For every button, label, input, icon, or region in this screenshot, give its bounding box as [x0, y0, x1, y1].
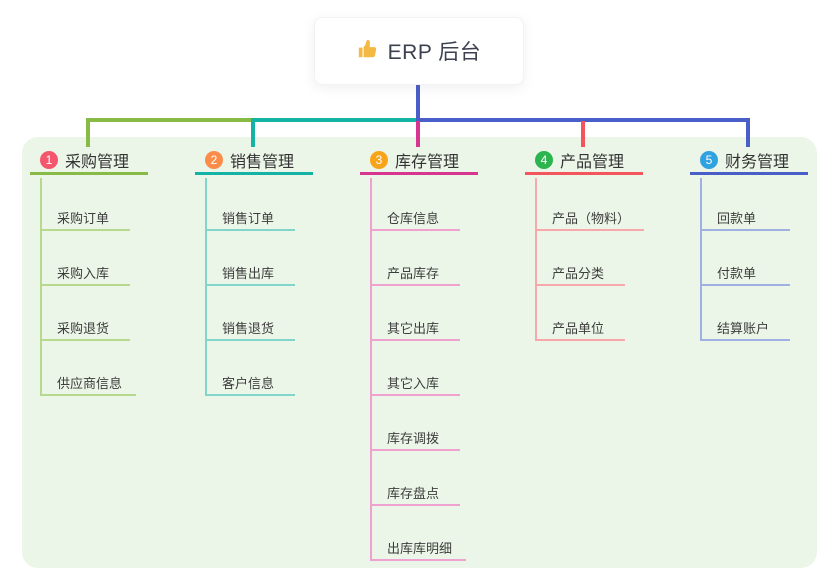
- child-node[interactable]: 回款单: [700, 208, 790, 231]
- child-node[interactable]: 采购入库: [40, 263, 130, 286]
- branch-inventory: 3 库存管理 仓库信息 产品库存 其它出库 其它入库 库存调拨 库存盘点 出库库…: [360, 147, 478, 561]
- branch-vline-inventory: [370, 178, 372, 561]
- branch-title-finance[interactable]: 5 财务管理: [690, 147, 808, 175]
- branch-vline-finance: [700, 178, 702, 341]
- branch-sales: 2 销售管理 销售订单 销售出库 销售退货 客户信息: [195, 147, 313, 396]
- child-node[interactable]: 付款单: [700, 263, 790, 286]
- branch-title-product[interactable]: 4 产品管理: [525, 147, 643, 175]
- child-node[interactable]: 出库库明细: [370, 538, 467, 561]
- branch-title-inventory[interactable]: 3 库存管理: [360, 147, 478, 175]
- branch-title-label: 财务管理: [725, 153, 790, 171]
- branch-vline-purchase: [40, 178, 42, 396]
- child-node[interactable]: 结算账户: [700, 318, 790, 341]
- thumbs-up-icon: [357, 38, 379, 65]
- child-node[interactable]: 采购退货: [40, 318, 130, 341]
- drop-line-inventory: [416, 121, 420, 147]
- child-node[interactable]: 供应商信息: [40, 373, 137, 396]
- root-trunk-line: [416, 85, 420, 122]
- branch-finance: 5 财务管理 回款单 付款单 结算账户: [690, 147, 808, 341]
- child-node[interactable]: 其它入库: [370, 373, 460, 396]
- drop-line-product: [581, 121, 585, 147]
- root-node-erp-backend[interactable]: ERP 后台: [314, 17, 524, 85]
- child-node[interactable]: 销售退货: [205, 318, 295, 341]
- bus-line-sales: [251, 118, 418, 122]
- branch-product: 4 产品管理 产品（物料） 产品分类 产品单位: [525, 147, 645, 341]
- child-node[interactable]: 销售订单: [205, 208, 295, 231]
- badge-number-1: 1: [40, 150, 58, 169]
- drop-line-sales: [251, 118, 255, 147]
- child-node[interactable]: 产品（物料）: [535, 208, 645, 231]
- badge-number-3: 3: [370, 150, 388, 169]
- branch-purchase: 1 采购管理 采购订单 采购入库 采购退货 供应商信息: [30, 147, 148, 396]
- branch-title-label: 库存管理: [395, 153, 460, 171]
- child-node[interactable]: 其它出库: [370, 318, 460, 341]
- drop-line-finance: [746, 118, 750, 147]
- child-node[interactable]: 客户信息: [205, 373, 295, 396]
- branch-vline-sales: [205, 178, 207, 396]
- badge-number-2: 2: [205, 150, 223, 169]
- bus-line-finance: [416, 118, 750, 122]
- child-node[interactable]: 采购订单: [40, 208, 130, 231]
- branch-title-sales[interactable]: 2 销售管理: [195, 147, 313, 175]
- badge-number-5: 5: [700, 150, 718, 169]
- branch-title-label: 采购管理: [65, 153, 130, 171]
- child-node[interactable]: 库存盘点: [370, 483, 460, 506]
- branch-title-label: 销售管理: [230, 153, 295, 171]
- child-node[interactable]: 产品分类: [535, 263, 625, 286]
- bus-line-purchase: [86, 118, 255, 122]
- child-node[interactable]: 销售出库: [205, 263, 295, 286]
- child-node[interactable]: 产品库存: [370, 263, 460, 286]
- child-node[interactable]: 库存调拨: [370, 428, 460, 451]
- branch-title-purchase[interactable]: 1 采购管理: [30, 147, 148, 175]
- branch-vline-product: [535, 178, 537, 341]
- badge-number-4: 4: [535, 150, 553, 169]
- drop-line-purchase: [86, 118, 90, 147]
- child-node[interactable]: 产品单位: [535, 318, 625, 341]
- child-node[interactable]: 仓库信息: [370, 208, 460, 231]
- branch-title-label: 产品管理: [560, 153, 625, 171]
- branches-panel: [22, 137, 817, 568]
- root-node-label: ERP 后台: [387, 41, 482, 64]
